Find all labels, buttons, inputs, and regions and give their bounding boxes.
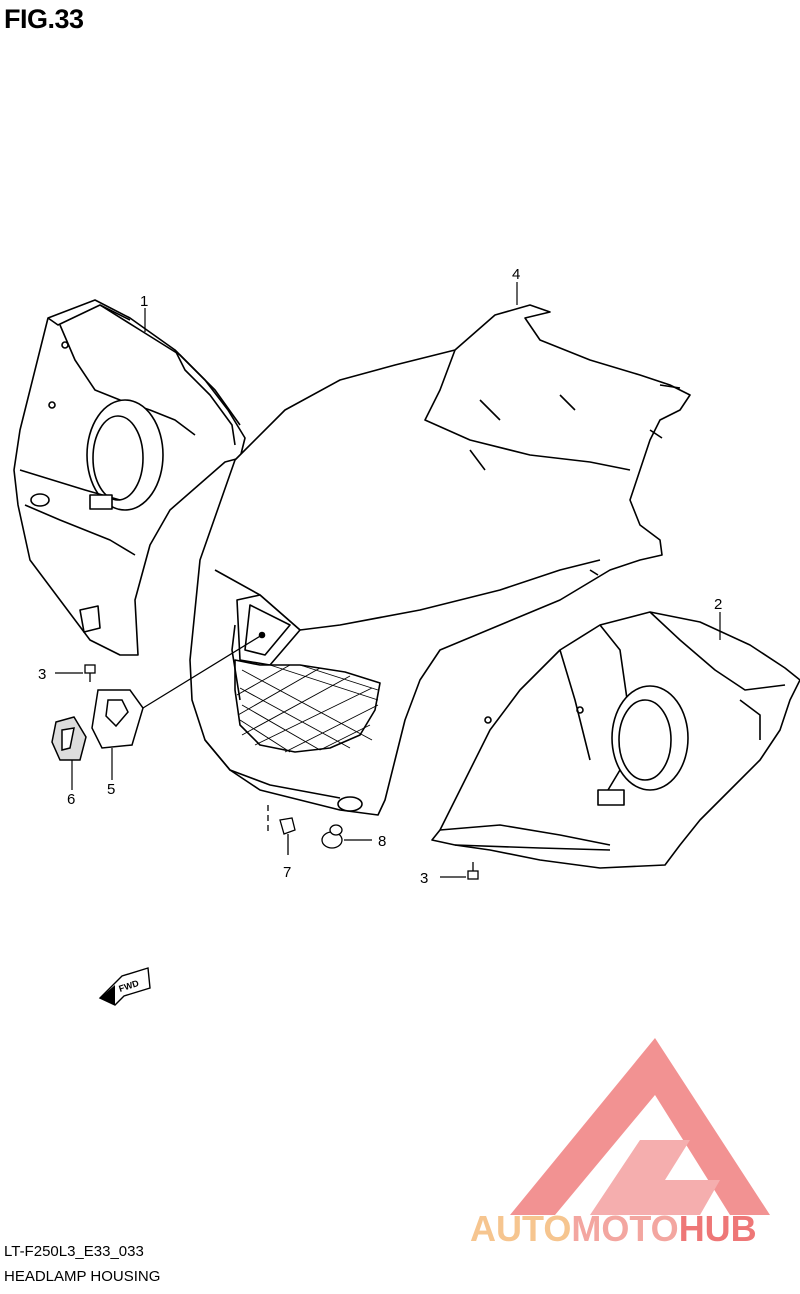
front-cowl — [189, 304, 691, 816]
emblem-bracket — [91, 689, 144, 749]
callout-4: 4 — [512, 266, 520, 283]
callout-7: 7 — [283, 864, 291, 881]
callout-1: 1 — [140, 293, 148, 310]
figure-title: FIG.33 — [4, 4, 84, 34]
callout-3-left: 3 — [38, 666, 46, 683]
screw-right — [440, 862, 479, 880]
watermark-part-hub: HUB — [678, 1208, 757, 1249]
screw-left — [55, 664, 96, 682]
model-code: LT-F250L3_E33_033 — [4, 1243, 144, 1260]
watermark-part-moto: MOTO — [571, 1208, 679, 1249]
right-headlamp-housing — [431, 611, 800, 869]
left-headlamp-housing — [13, 299, 246, 656]
callout-5: 5 — [107, 781, 115, 798]
callout-2: 2 — [714, 596, 722, 613]
callout-3-right: 3 — [420, 870, 428, 887]
callout-8: 8 — [378, 833, 386, 850]
leader-lines — [71, 282, 721, 790]
clip-7 — [267, 805, 296, 855]
callout-6: 6 — [67, 791, 75, 808]
leader-line-emblem — [142, 634, 263, 709]
watermark-text: AUTOMOTOHUB — [470, 1208, 757, 1250]
emblem — [51, 716, 87, 761]
watermark-logo — [510, 1038, 770, 1215]
part-name: HEADLAMP HOUSING — [4, 1268, 161, 1285]
forward-arrow-icon: FWD — [98, 967, 151, 1006]
watermark-part-auto: AUTO — [470, 1208, 572, 1249]
grommet-8 — [321, 824, 372, 849]
